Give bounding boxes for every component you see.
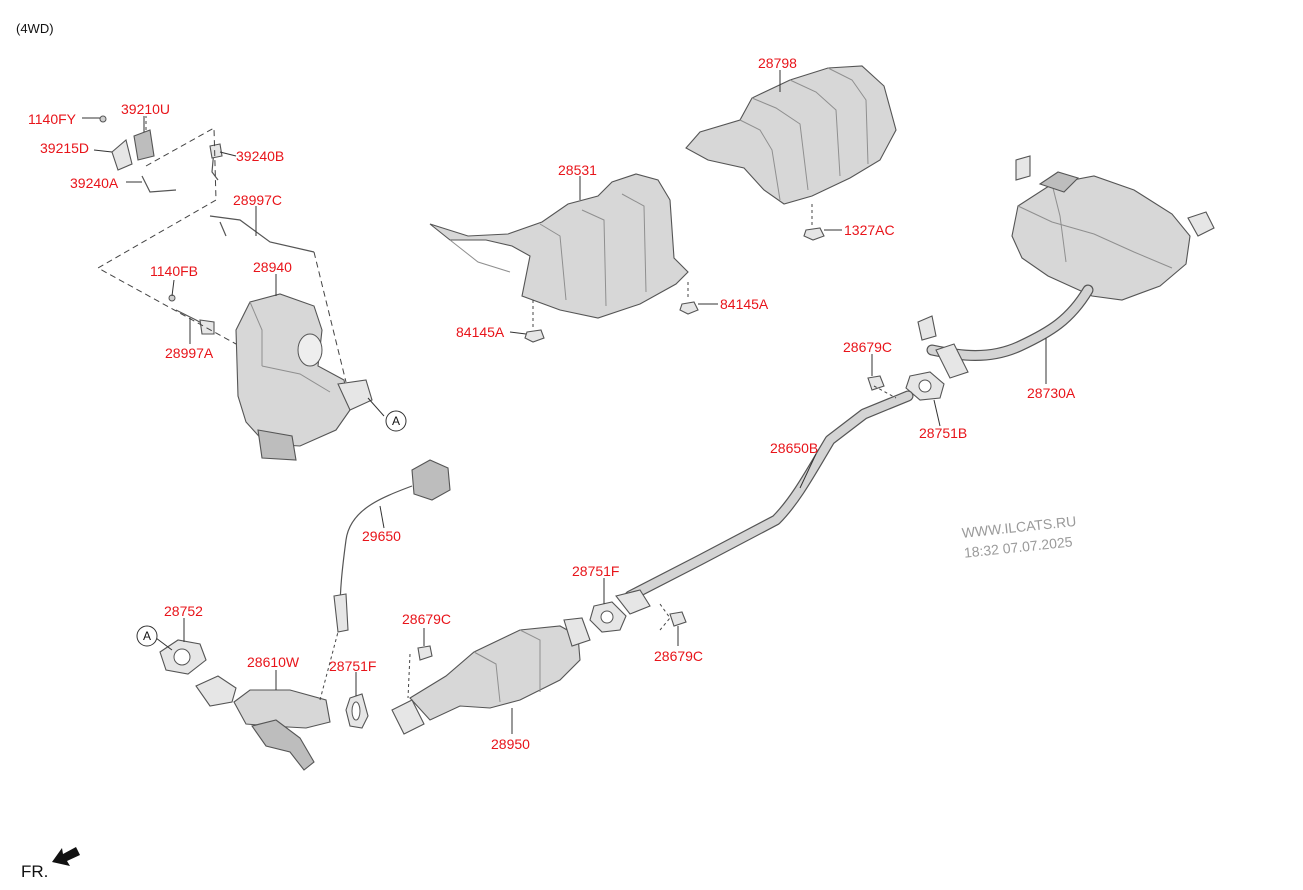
- label-28610W[interactable]: 28610W: [247, 654, 300, 670]
- gasket-28751F-left[interactable]: [345, 693, 369, 729]
- label-28751F-left[interactable]: 28751F: [329, 658, 376, 674]
- label-28798[interactable]: 28798: [758, 55, 797, 71]
- clip-84145A-right[interactable]: [679, 301, 699, 315]
- label-39210U[interactable]: 39210U: [121, 101, 170, 117]
- nut-1327AC[interactable]: [803, 227, 825, 241]
- callout-a-top-text: A: [392, 414, 400, 428]
- leader-lines: [82, 70, 1047, 734]
- assembly-line: [313, 251, 347, 383]
- label-28650B[interactable]: 28650B: [770, 440, 818, 456]
- label-28730A[interactable]: 28730A: [1027, 385, 1076, 401]
- oxygen-sensor-29650[interactable]: [333, 459, 451, 633]
- variant-label: (4WD): [16, 21, 54, 36]
- hose-39240B[interactable]: [209, 143, 223, 181]
- pipe-28997C[interactable]: [209, 215, 315, 253]
- assembly-line: [407, 653, 411, 699]
- assembly-line: [96, 127, 237, 345]
- label-39215D[interactable]: 39215D: [40, 140, 89, 156]
- label-29650[interactable]: 29650: [362, 528, 401, 544]
- bracket-39215D[interactable]: [111, 139, 133, 171]
- center-pipe-28650B[interactable]: [615, 390, 914, 615]
- label-28679C-lower[interactable]: 28679C: [654, 648, 703, 664]
- callout-a-bottom[interactable]: A: [136, 625, 158, 647]
- label-28751B[interactable]: 28751B: [919, 425, 967, 441]
- clip-84145A-left[interactable]: [524, 329, 545, 343]
- gasket-28751F-mid[interactable]: [589, 601, 627, 633]
- label-1140FY[interactable]: 1140FY: [28, 111, 77, 127]
- catalytic-converter-28950[interactable]: [391, 617, 591, 735]
- bolt-1140FY[interactable]: [99, 115, 107, 123]
- label-28997A[interactable]: 28997A: [165, 345, 214, 361]
- label-28950[interactable]: 28950: [491, 736, 530, 752]
- gasket-28752[interactable]: [159, 639, 207, 675]
- front-pipe-28610W[interactable]: [195, 675, 331, 771]
- assembly-line: [873, 385, 897, 399]
- callout-a-top[interactable]: A: [385, 410, 407, 432]
- hose-39240A[interactable]: [141, 175, 177, 193]
- label-28679C-left[interactable]: 28679C: [402, 611, 451, 627]
- label-84145A-left[interactable]: 84145A: [456, 324, 505, 340]
- nut-28679C-lower[interactable]: [669, 611, 687, 627]
- label-84145A-right[interactable]: 84145A: [720, 296, 769, 312]
- callout-a-bottom-text: A: [143, 629, 151, 643]
- label-28679C-upper[interactable]: 28679C: [843, 339, 892, 355]
- label-28940[interactable]: 28940: [253, 259, 292, 275]
- label-1327AC[interactable]: 1327AC: [844, 222, 895, 238]
- label-39240B[interactable]: 39240B: [236, 148, 284, 164]
- label-28751F-mid[interactable]: 28751F: [572, 563, 619, 579]
- rear-muffler-28730A[interactable]: [1011, 155, 1215, 301]
- watermark: WWW.ILCATS.RU 18:32 07.07.2025: [961, 513, 1077, 561]
- assembly-line: [659, 603, 671, 631]
- heat-shield-28798[interactable]: [685, 65, 897, 205]
- front-arrow-icon: [52, 847, 80, 866]
- front-direction-indicator: FR.: [21, 847, 80, 881]
- gasket-28751B[interactable]: [905, 371, 945, 401]
- label-28531[interactable]: 28531: [558, 162, 597, 178]
- sensor-bracket-39210U[interactable]: [133, 129, 155, 161]
- label-1140FB[interactable]: 1140FB: [150, 263, 198, 279]
- mid-pipe-28730A[interactable]: [917, 284, 1094, 379]
- diesel-particulate-filter-28940[interactable]: [235, 293, 373, 461]
- label-39240A[interactable]: 39240A: [70, 175, 119, 191]
- nut-28679C-upper[interactable]: [867, 375, 885, 391]
- heat-shield-28531[interactable]: [429, 173, 689, 319]
- label-28997C[interactable]: 28997C: [233, 192, 282, 208]
- nut-28679C-left[interactable]: [417, 645, 433, 661]
- label-28752[interactable]: 28752: [164, 603, 203, 619]
- front-label: FR.: [21, 862, 48, 881]
